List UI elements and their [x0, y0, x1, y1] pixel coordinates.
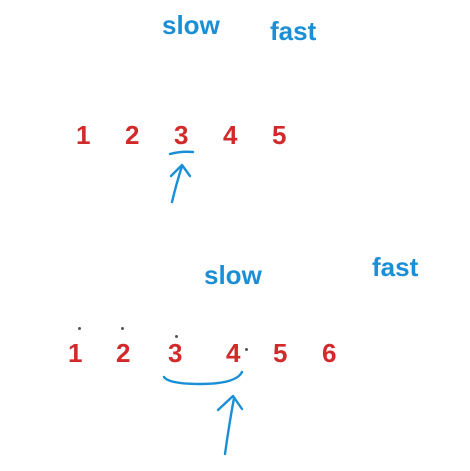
- ink-speck: [121, 327, 124, 330]
- bottom-number-4: 4: [226, 338, 241, 368]
- bottom-pointer-arrow-head: [216, 394, 244, 412]
- top-underline-mark: [168, 150, 195, 156]
- bottom-bracket-mark: [162, 370, 244, 386]
- bottom-number-6: 6: [322, 338, 337, 368]
- top-pointer-arrow-shaft: [170, 164, 184, 204]
- top-pointer-arrow-head: [169, 163, 192, 178]
- top-number-2: 2: [125, 120, 140, 150]
- bottom-number-5: 5: [273, 338, 288, 368]
- ink-speck: [78, 327, 81, 330]
- ink-speck: [245, 348, 248, 351]
- bottom-slow-label: slow: [204, 260, 262, 290]
- bottom-fast-label: fast: [372, 252, 419, 282]
- top-number-1: 1: [76, 120, 91, 150]
- bottom-pointer-arrow-shaft: [223, 396, 236, 456]
- top-fast-label: fast: [270, 16, 317, 46]
- bottom-number-3: 3: [168, 338, 183, 368]
- top-number-3: 3: [174, 120, 189, 150]
- ink-speck: [175, 335, 178, 338]
- top-number-4: 4: [223, 120, 238, 150]
- top-number-5: 5: [272, 120, 287, 150]
- bottom-number-2: 2: [116, 338, 131, 368]
- top-slow-label: slow: [162, 10, 220, 40]
- bottom-number-1: 1: [68, 338, 83, 368]
